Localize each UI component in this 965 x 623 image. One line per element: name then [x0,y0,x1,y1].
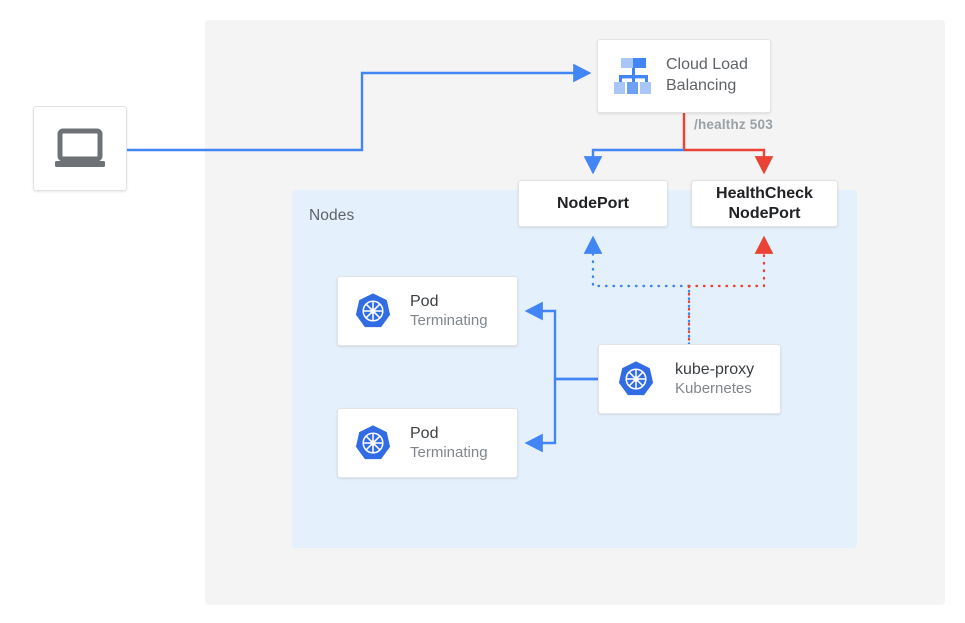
nodeport-node[interactable]: NodePort [518,180,668,227]
healthz-503-label: /healthz 503 [694,117,773,132]
cloud-load-balancing-icon [614,58,651,94]
edge-client-to-clb [127,63,592,152]
kube-proxy-title: kube-proxy [675,360,755,378]
clb-label-line1: Cloud Load [666,56,748,74]
pod-1-status: Terminating [410,311,488,329]
healthcheck-label-line2: NodePort [728,204,801,222]
healthcheck-nodeport-node[interactable]: HealthCheck NodePort [691,180,838,227]
edge-kubeproxy-to-pod2 [524,377,598,453]
pod-1-title: Pod [410,292,439,310]
nodeport-label: NodePort [519,181,667,226]
edge-clb-to-nodeport [583,148,684,175]
healthcheck-nodeport-label: HealthCheck NodePort [692,181,837,226]
nodes-panel-label: Nodes [309,207,355,224]
nodeport-label-line1: NodePort [557,194,629,212]
kube-proxy-subtitle: Kubernetes [675,379,752,397]
edge-kubeproxy-to-pod1 [524,301,598,381]
cloud-load-balancing-label: Cloud Load Balancing [666,55,748,97]
edge-kubeproxy-to-healthcheck [687,235,774,288]
edge-kubeproxy-to-nodeport [583,235,691,288]
client-node[interactable] [33,106,127,191]
kubernetes-icon [355,425,391,460]
pod-node-1[interactable]: Pod Terminating [337,276,518,346]
pod-node-2[interactable]: Pod Terminating [337,408,518,478]
pod-2-title: Pod [410,424,439,442]
kube-proxy-node[interactable]: kube-proxy Kubernetes [598,344,781,414]
kubernetes-icon [618,361,654,396]
edge-clb-to-healthcheck [684,148,774,175]
healthcheck-label-line1: HealthCheck [716,184,813,202]
laptop-icon [55,128,105,167]
pod-2-status: Terminating [410,443,488,461]
cloud-load-balancing-node[interactable]: Cloud Load Balancing [597,39,771,113]
clb-label-line2: Balancing [666,77,737,94]
kubernetes-icon [355,293,391,328]
